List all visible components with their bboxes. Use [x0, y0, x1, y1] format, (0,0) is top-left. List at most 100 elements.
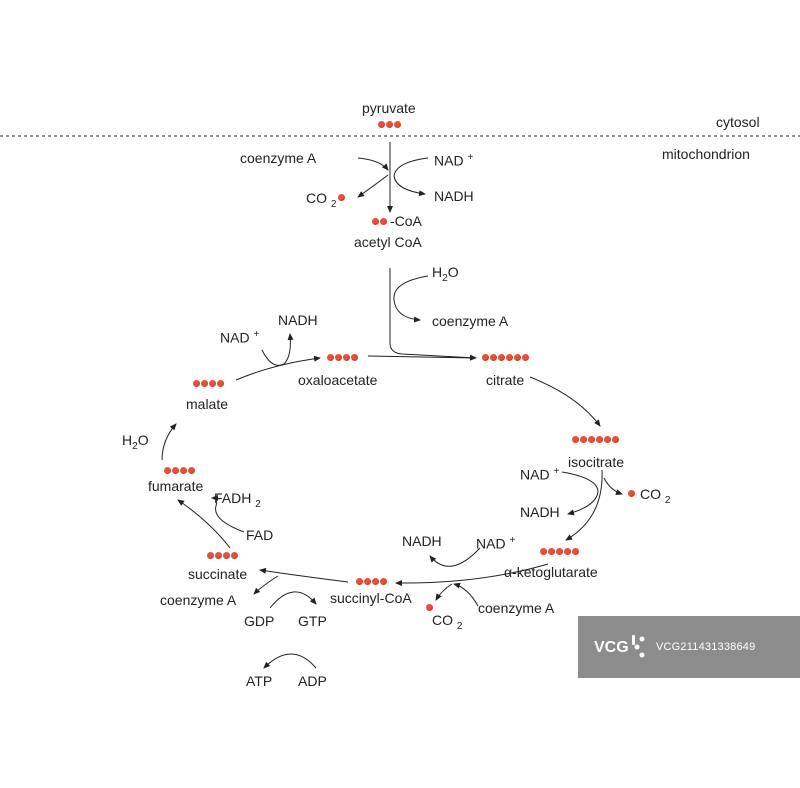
nadh-label-2: NADH: [520, 504, 560, 520]
fumarate-to-malate-arrow: [161, 423, 177, 461]
acetyl-coa-suffix: -CoA: [390, 213, 422, 229]
carbon-atom: [335, 354, 342, 361]
nadh-label-3: NADH: [402, 533, 442, 549]
coenzyme-a-out-label: coenzyme A: [432, 313, 509, 329]
coenzyme-a-label-2: coenzyme A: [478, 600, 555, 616]
atp-label: ATP: [246, 673, 273, 689]
carbon-atom: [215, 552, 222, 559]
nad-to-nadh-arrow-3: [429, 547, 481, 567]
isocitrate-to-akg-arrow: [565, 469, 603, 541]
citrate-to-isocitrate-arrow: [529, 376, 601, 427]
carbon-atom: [556, 548, 563, 555]
isocitrate-carbons: [572, 436, 619, 443]
akg-to-succinyl-arrow: [395, 563, 549, 587]
carbon-atom: [188, 467, 195, 474]
co2-carbon-3: [426, 604, 433, 611]
oaa-to-citrate-line: [367, 355, 477, 359]
carbon-atom: [580, 436, 587, 443]
carbon-atom: [356, 578, 363, 585]
carbon-atom: [193, 380, 200, 387]
carbon-atom: [506, 354, 513, 361]
nad-label-4: NAD +: [220, 329, 260, 346]
fadh2-label: FADH 2: [214, 490, 261, 510]
water-label: H2O: [432, 264, 459, 284]
acetyl-carbons: [372, 218, 387, 225]
carbon-atom: [386, 121, 393, 128]
carbon-atom: [540, 548, 547, 555]
nadh-label: NADH: [434, 188, 474, 204]
pyruvate-carbons: [378, 121, 401, 128]
co2-carbon: [338, 194, 345, 201]
carbon-atom: [596, 436, 603, 443]
co2-label: CO 2: [306, 190, 337, 210]
carbon-atom: [380, 578, 387, 585]
acetyl-to-citrate-line: [389, 268, 477, 361]
succinyl-to-succinate-arrow: [259, 567, 349, 583]
co2-out-arrow: [357, 174, 389, 198]
carbon-atom: [217, 380, 224, 387]
pyruvate-label: pyruvate: [362, 100, 416, 116]
succinate-label: succinate: [188, 566, 248, 582]
carbon-atom: [612, 436, 619, 443]
co2-out-arrow-2: [603, 477, 623, 495]
carbon-atom: [588, 436, 595, 443]
carbon-atom: [572, 436, 579, 443]
co2-out-arrow-3: [435, 583, 453, 601]
oxaloacetate-label: oxaloacetate: [298, 372, 378, 388]
alpha-ketoglutarate-label: α-ketoglutarate: [504, 564, 598, 580]
watermark: VCG VCG211431338649: [578, 616, 800, 678]
carbon-atom: [498, 354, 505, 361]
carbon-atom: [180, 467, 187, 474]
carbon-atom: [426, 604, 433, 611]
carbon-atom: [209, 380, 216, 387]
nad-label-3: NAD +: [476, 535, 516, 552]
carbon-atom: [604, 436, 611, 443]
akg-carbons: [540, 548, 579, 555]
adp-label: ADP: [298, 673, 327, 689]
carbon-atom: [628, 490, 635, 497]
gtp-label: GTP: [298, 613, 327, 629]
carbon-atom: [394, 121, 401, 128]
carbon-atom: [372, 218, 379, 225]
malate-carbons: [193, 380, 224, 387]
co2-label-3: CO 2: [432, 612, 463, 632]
carbon-atom: [572, 548, 579, 555]
carbon-atom: [522, 354, 529, 361]
nad-label: NAD +: [434, 152, 474, 169]
cytosol-label: cytosol: [716, 114, 760, 130]
nad-to-nadh-arrow-2: [561, 471, 599, 516]
carbon-atom: [490, 354, 497, 361]
oaa-carbons: [327, 354, 358, 361]
water-coa-arrow: [393, 275, 429, 323]
carbon-atom: [548, 548, 555, 555]
succinyl-coa-carbons: [356, 578, 387, 585]
acetyl-coa-label: acetyl CoA: [354, 234, 422, 250]
succinate-to-fumarate-arrow: [177, 499, 231, 549]
carbon-atom: [327, 354, 334, 361]
carbon-atom: [514, 354, 521, 361]
isocitrate-label: isocitrate: [568, 454, 625, 470]
succinate-carbons: [207, 552, 238, 559]
coenzyme-a-in-arrow: [453, 582, 479, 607]
carbon-atom: [338, 194, 345, 201]
co2-carbon-2: [628, 490, 635, 497]
fad-label: FAD: [246, 527, 274, 543]
carbon-atom: [372, 578, 379, 585]
citrate-label: citrate: [486, 372, 525, 388]
carbon-atom: [207, 552, 214, 559]
coa-out-arrow: [253, 575, 279, 595]
co2-label-2: CO 2: [640, 486, 671, 506]
carbon-atom: [231, 552, 238, 559]
carbon-atom: [172, 467, 179, 474]
nadh-label-4: NADH: [278, 312, 318, 328]
mitochondrion-label: mitochondrion: [662, 146, 750, 162]
carbon-atom: [378, 121, 385, 128]
nad-to-nadh-arrow-4: [261, 333, 294, 366]
water-label-2: H2O: [122, 432, 149, 452]
succinyl-coa-label: succinyl-CoA: [330, 590, 412, 606]
malate-to-oaa-arrow: [235, 355, 321, 381]
carbon-atom: [482, 354, 489, 361]
carbon-atom: [564, 548, 571, 555]
carbon-atom: [201, 380, 208, 387]
